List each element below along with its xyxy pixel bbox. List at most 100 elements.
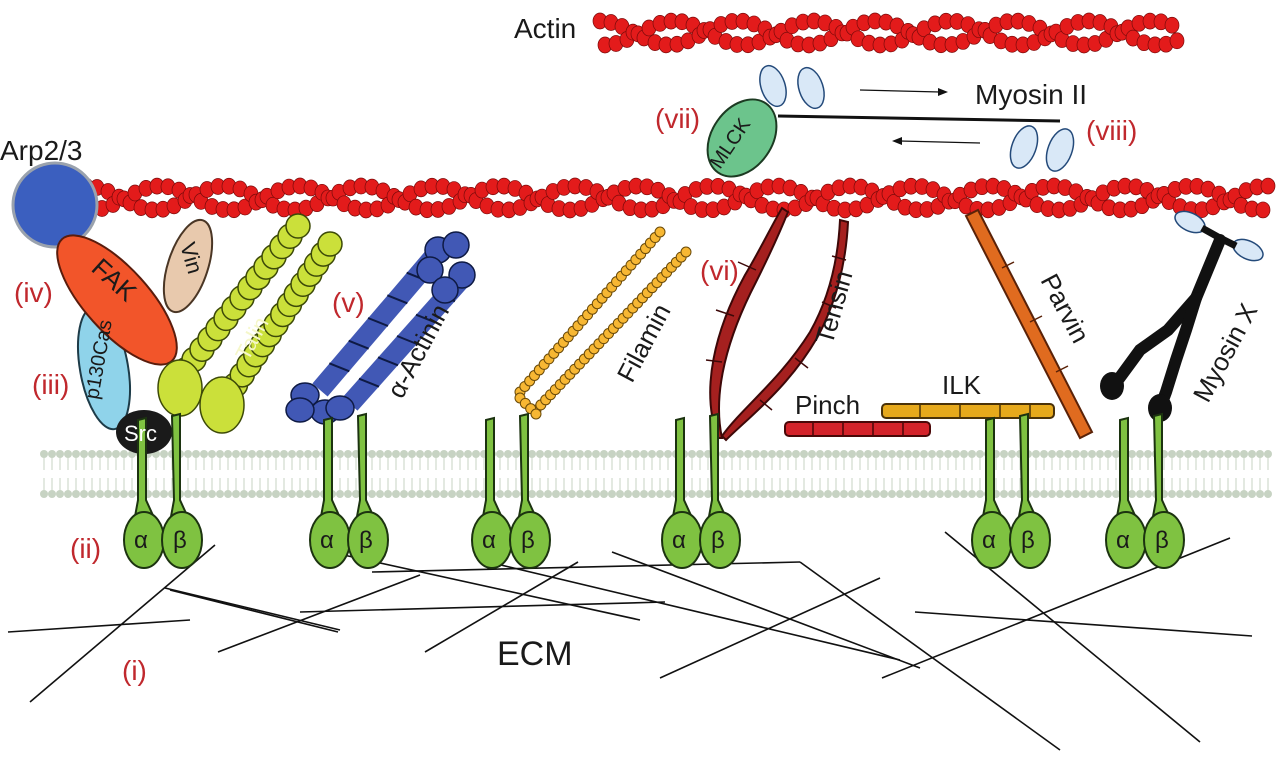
lipid-head: [808, 450, 816, 458]
lipid-head: [248, 450, 256, 458]
lipid-head: [496, 490, 504, 498]
lipid-head: [1264, 450, 1272, 458]
label-myosin-x: Myosin X: [1187, 298, 1264, 406]
lipid-head: [560, 490, 568, 498]
lipid-head: [376, 450, 384, 458]
lipid-head: [376, 490, 384, 498]
lipid-head: [632, 450, 640, 458]
lipid-head: [344, 450, 352, 458]
fak: [56, 234, 178, 366]
lipid-head: [1048, 450, 1056, 458]
label-src: Src: [124, 421, 157, 446]
lipid-head: [296, 490, 304, 498]
lipid-head: [264, 490, 272, 498]
lipid-head: [968, 450, 976, 458]
lipid-head: [1256, 490, 1264, 498]
lipid-head: [200, 490, 208, 498]
lipid-head: [968, 490, 976, 498]
lipid-head: [1224, 490, 1232, 498]
lipid-head: [656, 450, 664, 458]
myosin-x: [1100, 210, 1264, 422]
lipid-head: [872, 490, 880, 498]
lipid-head: [416, 490, 424, 498]
lipid-head: [72, 490, 80, 498]
lipid-head: [896, 490, 904, 498]
lipid-head: [1032, 490, 1040, 498]
lipid-head: [1192, 450, 1200, 458]
lipid-head: [1144, 450, 1152, 458]
lipid-head: [768, 490, 776, 498]
lipid-head: [728, 450, 736, 458]
lipid-head: [344, 490, 352, 498]
lipid-head: [976, 490, 984, 498]
lipid-head: [160, 490, 168, 498]
lipid-head: [368, 450, 376, 458]
lipid-head: [976, 450, 984, 458]
lipid-head: [120, 490, 128, 498]
lipid-head: [304, 450, 312, 458]
lipid-head: [1088, 490, 1096, 498]
roman-ii: (ii): [70, 533, 101, 564]
label-pinch: Pinch: [795, 390, 860, 420]
actin-filament-main: [78, 177, 1276, 219]
lipid-head: [88, 490, 96, 498]
lipid-head: [384, 490, 392, 498]
lipid-head: [160, 450, 168, 458]
lipid-head: [1200, 490, 1208, 498]
actin-bead: [1164, 16, 1180, 34]
lipid-head: [448, 450, 456, 458]
lipid-head: [440, 490, 448, 498]
lipid-head: [96, 450, 104, 458]
ecm-fiber: [329, 551, 641, 621]
vinculin: [162, 218, 214, 314]
label-tensin: Tensin: [809, 267, 859, 348]
integrin-alpha-label: α: [320, 527, 334, 554]
lipid-head: [1104, 450, 1112, 458]
ecm-fiber: [217, 574, 421, 653]
lipid-head: [1088, 450, 1096, 458]
lipid-head: [1064, 450, 1072, 458]
lipid-head: [1240, 450, 1248, 458]
lipid-head: [312, 450, 320, 458]
lipid-head: [472, 450, 480, 458]
lipid-head: [776, 490, 784, 498]
lipid-head: [664, 450, 672, 458]
lipid-head: [1032, 450, 1040, 458]
lipid-head: [960, 450, 968, 458]
lipid-head: [408, 490, 416, 498]
ecm-fiber: [7, 619, 191, 633]
lipid-head: [1008, 490, 1016, 498]
label-arp2-3: Arp2/3: [0, 135, 83, 166]
lipid-head: [600, 490, 608, 498]
lipid-head: [584, 490, 592, 498]
lipid-head: [304, 490, 312, 498]
lipid-head: [1232, 490, 1240, 498]
lipid-head: [592, 490, 600, 498]
lipid-head: [536, 490, 544, 498]
lipid-head: [432, 490, 440, 498]
lipid-head: [864, 490, 872, 498]
lipid-head: [448, 490, 456, 498]
lipid-head: [640, 490, 648, 498]
lipid-head: [1168, 490, 1176, 498]
integrin-alpha-label: α: [982, 527, 996, 554]
ecm-fiber: [799, 561, 1061, 751]
lipid-head: [1232, 450, 1240, 458]
lipid-head: [232, 490, 240, 498]
lipid-head: [64, 450, 72, 458]
lipid-head: [800, 450, 808, 458]
label-filamin: Filamin: [611, 299, 677, 387]
lipid-head: [72, 450, 80, 458]
lipid-head: [1080, 450, 1088, 458]
lipid-head: [392, 490, 400, 498]
lipid-head: [560, 450, 568, 458]
cell-membrane: [40, 450, 1272, 498]
lipid-head: [64, 490, 72, 498]
lipid-head: [464, 490, 472, 498]
integrin-alpha-label: α: [1116, 527, 1130, 554]
integrin-beta-label: β: [1155, 527, 1169, 554]
lipid-head: [1192, 490, 1200, 498]
